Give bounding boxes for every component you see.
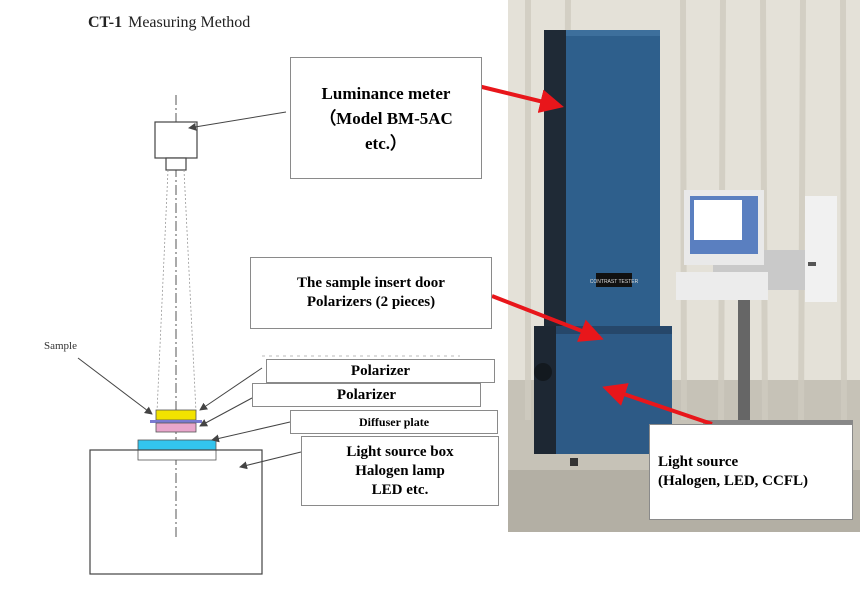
diffuser-leader	[211, 421, 291, 443]
luminance-leader	[188, 111, 287, 131]
polarizer-1-leader	[199, 367, 263, 411]
view-cone-right	[183, 169, 197, 413]
luminance-meter-line-1: Luminance meter	[321, 83, 451, 103]
diffuser-plate-callout: Diffuser plate	[290, 410, 498, 434]
heading-code: CT-1	[88, 14, 123, 31]
keyboard	[676, 272, 768, 300]
polarizer-pink	[155, 422, 197, 433]
tower-nameplate-text: CONTRAST TESTER	[590, 279, 639, 285]
sample-layer	[150, 420, 202, 423]
luminance-meter-line-3: etc.）	[364, 133, 407, 153]
polarizer-1-callout: Polarizer	[266, 359, 495, 383]
light-source-box	[89, 449, 263, 575]
diffuser-plate-label: Diffuser plate	[358, 414, 430, 429]
polarizer-1-label: Polarizer	[350, 362, 411, 379]
diffuser-plate	[137, 439, 217, 451]
luminance-red-arrow	[477, 84, 564, 113]
sample-door-line-2: Polarizers (2 pieces)	[306, 294, 436, 310]
luminance-meter-line-2: （Model BM-5AC	[319, 108, 453, 128]
polarizer-2-leader	[199, 397, 253, 427]
door-red-arrow	[491, 294, 604, 342]
polarizer-yellow	[155, 409, 197, 421]
source-red-arrow	[602, 383, 713, 426]
luminance-meter-callout: Luminance meter （Model BM-5AC etc.）	[290, 57, 482, 179]
light-source-box-line-2: Halogen lamp	[355, 462, 445, 479]
luminance-meter-lens	[165, 157, 187, 171]
view-cone-left	[156, 169, 169, 413]
sample-door-line-1: The sample insert door	[297, 275, 445, 291]
pc-tower	[805, 196, 837, 302]
polarizer-2-label: Polarizer	[336, 386, 397, 403]
sample-door-callout: The sample insert door Polarizers (2 pie…	[250, 257, 492, 329]
light-source-box-line-1: Light source box	[346, 443, 454, 460]
sample-leader	[77, 357, 153, 415]
light-source-callout: Light source (Halogen, LED, CCFL)	[649, 424, 853, 520]
light-source-box-line-3: LED etc.	[371, 481, 429, 498]
light-source-box-callout: Light source box Halogen lamp LED etc.	[301, 436, 499, 506]
light-source-line-2: (Halogen, LED, CCFL)	[658, 473, 808, 489]
light-box-leader	[239, 451, 302, 470]
sample-label: Sample	[44, 340, 77, 352]
polarizer-2-callout: Polarizer	[252, 383, 481, 407]
diagram-heading: CT-1 Measuring Method	[88, 14, 250, 32]
tower-nameplate	[596, 273, 632, 287]
heading-title: Measuring Method	[128, 14, 251, 31]
tower-side	[544, 30, 570, 338]
light-source-line-1: Light source	[658, 454, 739, 470]
diffuser-frame	[137, 449, 217, 461]
